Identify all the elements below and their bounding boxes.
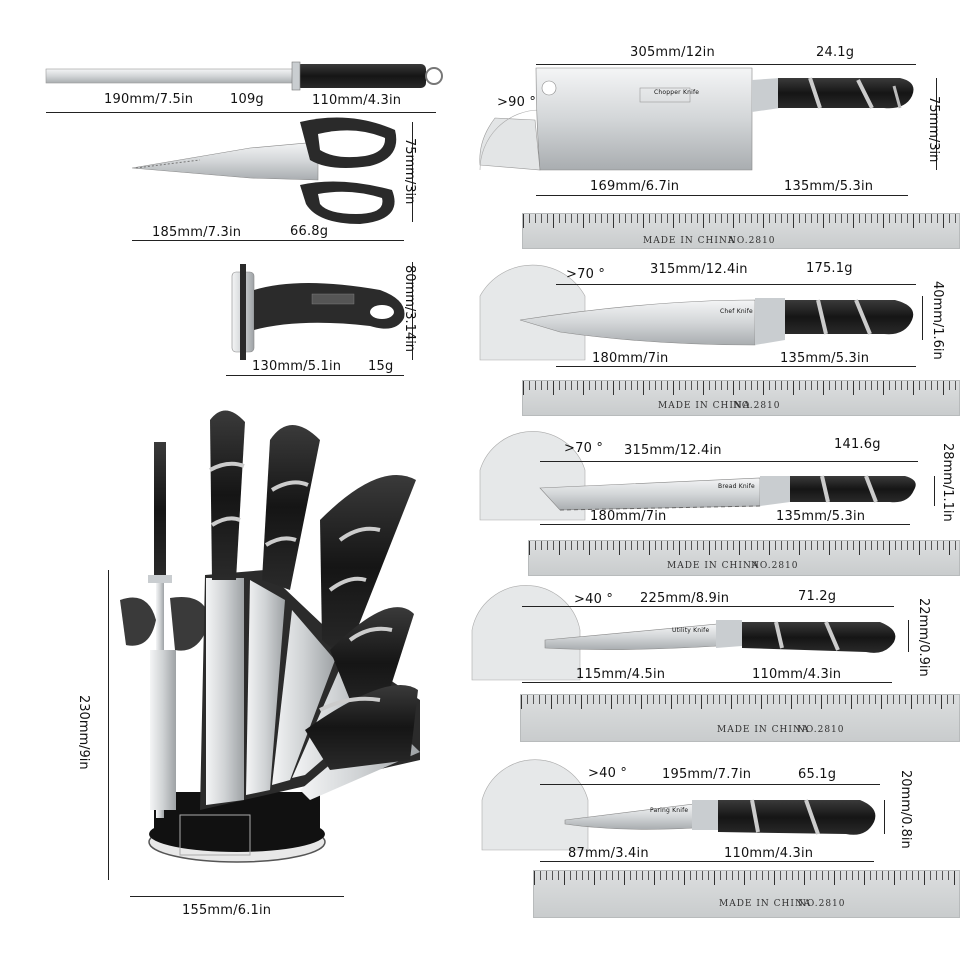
utility-height: 22mm/0.9in xyxy=(916,598,931,677)
chef-height-line xyxy=(922,296,923,340)
chef-blade-length: 180mm/7in xyxy=(592,351,669,366)
stand-height: 230mm/9in xyxy=(76,695,91,770)
ruler-text: MADE IN CHINA xyxy=(667,561,760,571)
scissors-height-line xyxy=(412,122,413,222)
bread-blade-label: Bread Knife xyxy=(718,483,755,490)
peeler-image xyxy=(231,264,405,360)
paring-weight: 65.1g xyxy=(798,767,837,782)
paring-handle-length: 110mm/4.3in xyxy=(724,846,814,861)
bread-total-line xyxy=(540,461,918,462)
paring-angle: >40 ° xyxy=(588,766,628,781)
chef-total-line xyxy=(556,284,916,285)
utility-blade-label: Utility Knife xyxy=(672,627,710,634)
ruler-3: MADE IN CHINA NO.2810 xyxy=(528,540,960,576)
cleaver-weight: 24.1g xyxy=(816,45,855,60)
paring-height: 20mm/0.8in xyxy=(898,770,913,849)
utility-parts-line xyxy=(522,682,892,683)
paring-knife-image xyxy=(481,759,876,851)
ruler-1: MADE IN CHINA NO.2810 xyxy=(522,213,960,249)
bread-handle-length: 135mm/5.3in xyxy=(776,509,866,524)
bread-angle: >70 ° xyxy=(564,441,604,456)
utility-height-line xyxy=(908,620,909,652)
bread-blade-length: 180mm/7in xyxy=(590,509,667,524)
stand-height-line xyxy=(108,570,109,880)
ruler-2: MADE IN CHINA NO.2810 xyxy=(522,380,960,416)
bread-height: 28mm/1.1in xyxy=(940,443,955,522)
chef-total-length: 315mm/12.4in xyxy=(650,262,748,277)
ruler-code: NO.2810 xyxy=(733,401,781,411)
scissors-height: 75mm/3in xyxy=(402,138,417,205)
chef-angle: >70 ° xyxy=(566,267,606,282)
ruler-code: NO.2810 xyxy=(798,899,846,909)
ruler-text: MADE IN CHINA xyxy=(658,401,751,411)
bread-height-line xyxy=(934,476,935,506)
knife-stand-image xyxy=(120,410,420,863)
sharpener-blade-length: 190mm/7.5in xyxy=(104,92,194,107)
bread-weight: 141.6g xyxy=(834,437,881,452)
cleaver-angle: >90 ° xyxy=(497,95,537,110)
stand-width: 155mm/6.1in xyxy=(182,903,272,918)
chef-handle-length: 135mm/5.3in xyxy=(780,351,870,366)
ruler-text: MADE IN CHINA xyxy=(717,725,810,735)
paring-blade-length: 87mm/3.4in xyxy=(568,846,649,861)
paring-blade-label: Paring Knife xyxy=(650,807,689,814)
ruler-code: NO.2810 xyxy=(751,561,799,571)
utility-angle: >40 ° xyxy=(574,592,614,607)
ruler-code: NO.2810 xyxy=(797,725,845,735)
sharpener-image xyxy=(45,61,443,91)
peeler-weight: 15g xyxy=(368,359,394,374)
chef-weight: 175.1g xyxy=(806,261,853,276)
stand-width-line xyxy=(130,896,344,897)
paring-total-line xyxy=(540,784,880,785)
utility-total-line xyxy=(522,606,894,607)
cleaver-image xyxy=(479,67,914,171)
scissors-weight: 66.8g xyxy=(290,224,329,239)
ruler-code: NO.2810 xyxy=(728,236,776,246)
peeler-height-line xyxy=(412,262,413,360)
peeler-height: 80mm/3.14in xyxy=(402,265,417,353)
sharpener-dimension-line xyxy=(46,112,436,113)
cleaver-total-line xyxy=(536,64,916,65)
ruler-text: MADE IN CHINA xyxy=(719,899,812,909)
utility-knife-image xyxy=(471,585,896,681)
scissors-length: 185mm/7.3in xyxy=(152,225,242,240)
bread-parts-line xyxy=(540,524,910,525)
cleaver-handle-length: 135mm/5.3in xyxy=(784,179,874,194)
utility-total-length: 225mm/8.9in xyxy=(640,591,730,606)
cleaver-blade-label: Chopper Knife xyxy=(654,89,700,96)
cleaver-parts-line xyxy=(536,195,908,196)
ruler-text: MADE IN CHINA xyxy=(643,236,736,246)
scissors-image xyxy=(131,117,397,224)
peeler-dimension-line xyxy=(226,375,404,376)
paring-height-line xyxy=(884,800,885,834)
cleaver-height-line xyxy=(936,78,937,170)
paring-total-length: 195mm/7.7in xyxy=(662,767,752,782)
scissors-dimension-line xyxy=(132,240,404,241)
cleaver-total-length: 305mm/12in xyxy=(630,45,715,60)
sharpener-weight: 109g xyxy=(230,92,264,107)
cleaver-blade-length: 169mm/6.7in xyxy=(590,179,680,194)
ruler-5: MADE IN CHINA NO.2810 xyxy=(533,870,960,918)
paring-parts-line xyxy=(540,861,874,862)
chef-blade-label: Chef Knife xyxy=(720,308,753,315)
utility-handle-length: 110mm/4.3in xyxy=(752,667,842,682)
bread-knife-image xyxy=(479,431,916,521)
chef-parts-line xyxy=(556,366,916,367)
chef-knife-image xyxy=(479,264,914,361)
ruler-4: MADE IN CHINA NO.2810 xyxy=(520,694,960,742)
chef-height: 40mm/1.6in xyxy=(930,281,945,360)
sharpener-handle-length: 110mm/4.3in xyxy=(312,93,402,108)
cleaver-height: 75mm/3in xyxy=(926,96,941,163)
bread-total-length: 315mm/12.4in xyxy=(624,443,722,458)
utility-weight: 71.2g xyxy=(798,589,837,604)
utility-blade-length: 115mm/4.5in xyxy=(576,667,666,682)
peeler-length: 130mm/5.1in xyxy=(252,359,342,374)
